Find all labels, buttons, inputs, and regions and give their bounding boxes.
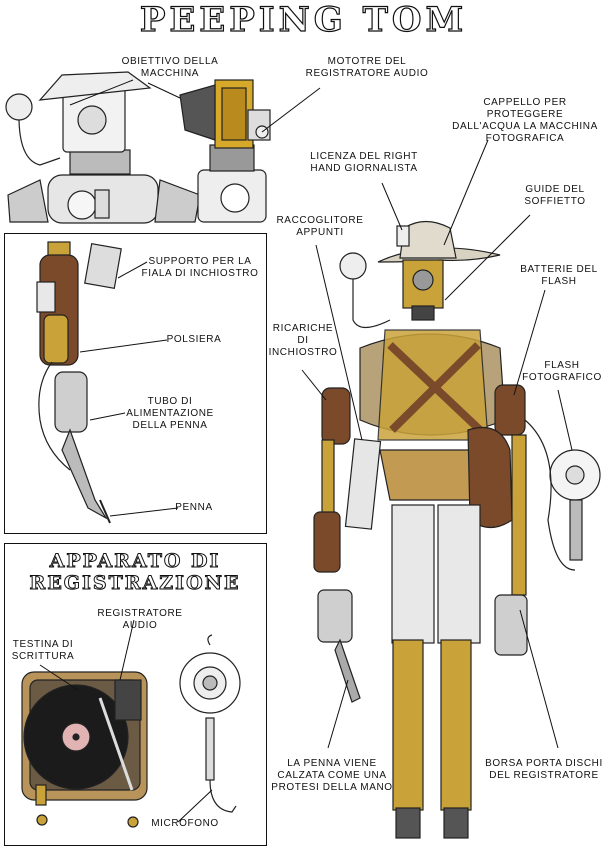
label-raccoglitore: RACCOGLITORE APPUNTI (276, 215, 364, 238)
label-supporto: SUPPORTO PER LA FIALA DI INCHIOSTRO (141, 256, 259, 279)
label-obiettivo: OBIETTIVO DELLA MACCHINA (121, 56, 219, 79)
page-title: PEEPING TOM (139, 0, 468, 41)
label-testina: TESTINA DI SCRITTURA (11, 639, 75, 662)
label-registratore: REGISTRATORE AUDIO (97, 608, 183, 631)
label-penna: PENNA (175, 502, 213, 513)
recording-panel-title: APPARATO DI REGISTRAZIONE (29, 550, 241, 595)
label-motore: MOTOTRE DEL REGISTRATORE AUDIO (305, 56, 429, 79)
label-cappello: CAPPELLO PER PROTEGGERE DALL'ACQUA LA MA… (452, 97, 598, 144)
label-microfono: MICROFONO (151, 818, 219, 829)
camera-recorder-sketch (179, 79, 271, 223)
label-ricariche: RICARICHE DI INCHIOSTRO (268, 323, 338, 358)
label-borsa: BORSA PORTA DISCHI DEL REGISTRATORE (485, 758, 603, 781)
recording-apparatus-panel (4, 543, 267, 846)
label-licenza: LICENZA DEL RIGHT HAND GIORNALISTA (310, 151, 418, 174)
camera-head-sketch (5, 71, 201, 224)
turntable-drawing (21, 671, 148, 828)
label-penna-protesi: LA PENNA VIENE CALZATA COME UNA PROTESI … (271, 758, 393, 793)
label-flash: FLASH FOTOGRAFICO (522, 360, 602, 383)
robot-figure (313, 220, 601, 839)
label-guide: GUIDE DEL SOFFIETTO (524, 184, 586, 207)
arm-detail-panel (4, 233, 267, 534)
label-tubo: TUBO DI ALIMENTAZIONE DELLA PENNA (126, 396, 214, 431)
label-polsiera: POLSIERA (166, 334, 222, 345)
arm-drawing (36, 241, 122, 524)
microphone-drawing (179, 634, 241, 813)
leader-lines (39, 79, 573, 823)
label-batterie: BATTERIE DEL FLASH (520, 264, 598, 287)
